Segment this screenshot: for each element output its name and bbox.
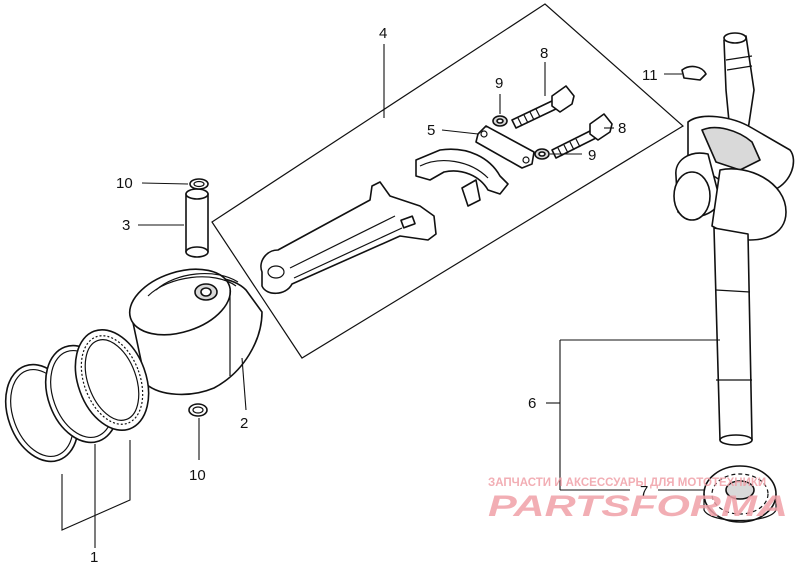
piston-pin	[185, 188, 209, 258]
callout-2: 2	[240, 415, 248, 432]
watermark-tagline: ЗАПЧАСТИ И АКСЕССУАРЫ ДЛЯ МОТОТЕХНИКИ	[488, 477, 766, 489]
callout-1: 1	[90, 549, 98, 566]
watermark: ЗАПЧАСТИ И АКСЕССУАРЫ ДЛЯ МОТОТЕХНИКИ PA…	[488, 477, 788, 523]
callout-8-upper: 8	[540, 45, 548, 62]
washer-upper	[492, 115, 508, 127]
callout-10-upper: 10	[116, 175, 133, 192]
connecting-rod-cap	[415, 148, 509, 207]
callout-5: 5	[427, 122, 435, 139]
rod-bolt-upper	[511, 85, 575, 129]
connecting-rod-assembly-frame	[211, 3, 685, 359]
rod-bolt-lower	[551, 113, 613, 159]
pin-clip-upper	[189, 178, 209, 190]
callout-10-lower: 10	[189, 467, 206, 484]
leader-lines	[61, 44, 720, 548]
woodruff-key	[681, 65, 707, 81]
connecting-rod	[260, 181, 437, 295]
callout-6: 6	[528, 395, 536, 412]
callout-3: 3	[122, 217, 130, 234]
pin-clip-lower	[188, 403, 208, 417]
washer-lower	[534, 148, 550, 160]
lock-plate	[475, 125, 535, 169]
timing-gear	[703, 465, 777, 523]
callout-8-lower: 8	[618, 120, 626, 137]
callout-4: 4	[379, 25, 387, 42]
piston	[128, 268, 263, 396]
watermark-logo: PARTSFORMA	[488, 490, 788, 523]
callout-9-lower: 9	[588, 147, 596, 164]
callout-11: 11	[642, 67, 658, 84]
piston-ring-set	[4, 328, 150, 463]
callout-7: 7	[640, 483, 648, 500]
callout-9-upper: 9	[495, 75, 503, 92]
crankshaft	[673, 32, 795, 446]
